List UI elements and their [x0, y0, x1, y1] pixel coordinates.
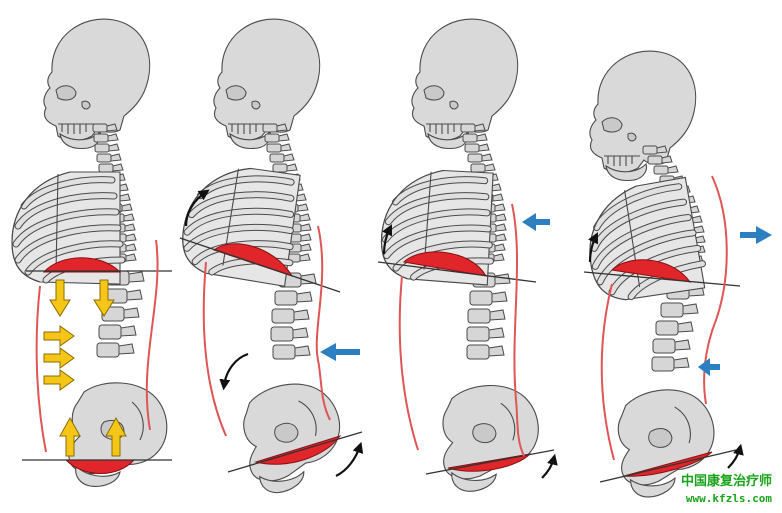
rotation-arrows — [184, 189, 364, 477]
abdominal-wall-curve — [35, 285, 47, 453]
pressure-arrows — [43, 279, 127, 457]
abdominal-wall-curve — [202, 261, 227, 437]
skull — [589, 50, 697, 182]
abdominal-wall-curve — [600, 283, 615, 461]
up-arrow-icon — [59, 416, 81, 457]
reference-line-upper — [583, 271, 741, 287]
rotate-arrow-icon — [727, 443, 744, 469]
pelvic-floor — [623, 451, 713, 477]
rotate-arrow-icon — [541, 453, 558, 479]
rotate-arrow-icon — [219, 352, 249, 391]
right-arrow-icon — [43, 347, 75, 369]
watermark: 中国康复治疗师 www.kfzls.com — [681, 473, 772, 507]
rib-cage — [579, 177, 707, 306]
push-left-arrow-icon — [320, 343, 360, 361]
push-left-arrow-icon — [698, 358, 720, 376]
diaphragm — [402, 251, 487, 277]
panel-1 — [12, 18, 172, 487]
down-arrow-icon — [49, 279, 71, 317]
pelvic-floor — [64, 459, 136, 474]
reference-line-upper — [377, 261, 537, 283]
back-muscle-curve — [145, 239, 159, 431]
rotate-arrow-icon — [184, 189, 210, 227]
watermark-site-name: 中国康复治疗师 — [680, 474, 772, 489]
diaphragm — [212, 243, 294, 277]
push-left-arrow-icon — [522, 213, 550, 231]
reference-line-upper — [179, 237, 341, 293]
rotate-arrow-icon — [588, 232, 598, 263]
panel-3 — [377, 18, 558, 495]
pelvis — [435, 380, 545, 495]
rotation-arrows — [382, 224, 558, 479]
rotation-arrows — [588, 232, 744, 469]
up-arrow-icon — [105, 416, 127, 457]
down-arrow-icon — [93, 279, 115, 317]
back-muscle-curve — [315, 225, 331, 421]
panel-4 — [579, 50, 772, 502]
right-arrow-icon — [43, 325, 75, 347]
diaphragm — [610, 259, 692, 283]
right-arrow-icon — [43, 369, 75, 391]
abdominal-wall-curve — [398, 275, 419, 451]
reference-line-lower — [425, 449, 555, 475]
back-muscle-curve — [511, 203, 525, 457]
rotate-arrow-icon — [335, 441, 364, 477]
rotate-arrow-icon — [382, 224, 392, 255]
pelvis — [232, 373, 354, 499]
panel-2 — [178, 18, 364, 499]
reference-line-lower — [599, 449, 737, 483]
push-right-arrow-icon — [740, 226, 772, 244]
reference-line-lower — [227, 431, 363, 473]
watermark-url: www.kfzls.com — [685, 492, 772, 505]
back-muscle-curve — [703, 175, 728, 405]
